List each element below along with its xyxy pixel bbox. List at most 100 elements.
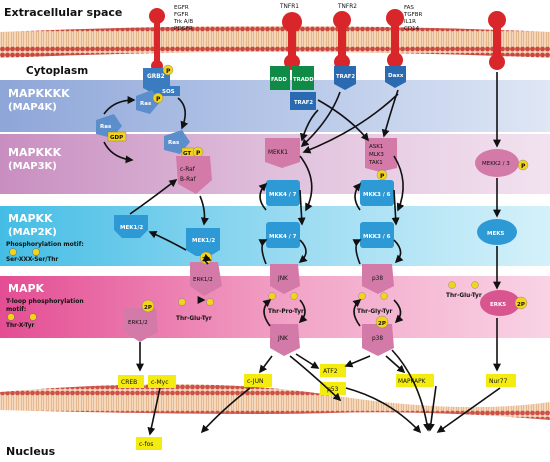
braf-label: B-Raf: [180, 177, 197, 183]
craf-label: c-Raf: [180, 167, 196, 173]
daxx-shape: [385, 66, 406, 88]
map3k-label: MAPKKK: [8, 146, 62, 159]
target-cfos-label: c-fos: [139, 441, 153, 448]
target-atf2: [320, 364, 346, 377]
mekk1-shape: [265, 138, 300, 168]
mapk-motif: Thr-X-Tyr: [6, 323, 34, 329]
p38-bottom-phospho: 2P: [378, 321, 386, 327]
traf2-b-shape: [334, 66, 356, 90]
traf2-a-shape: [290, 92, 316, 110]
target-mapkapk-label: MAPKAPK: [398, 379, 426, 385]
erk5-motif: Thr-Glu-Tyr: [446, 293, 482, 299]
fas-label-1: FAS: [404, 5, 414, 11]
map4k-label: MAPKKKK: [8, 87, 70, 100]
grb2-label: GRB2: [147, 74, 165, 80]
mkk36-b-shape: [360, 222, 394, 248]
raf-shape: [176, 156, 212, 194]
gdp-label: GDP: [110, 135, 123, 141]
mekk23-label: MEKK2 / 3: [482, 161, 510, 167]
mekk1-label: MEKK1: [268, 150, 288, 156]
fadd-shape: [270, 66, 290, 90]
sos-shape: [158, 86, 180, 96]
map2k-motif-title: Phosphorylation motif:: [6, 241, 84, 248]
p38-bottom-label: p38: [372, 336, 383, 342]
target-nur77-label: Nur77: [489, 378, 508, 385]
mkk47-a-shape: [266, 180, 300, 206]
mapk-motif-title-1: T-loop phosphorylation: [6, 298, 84, 305]
mkk47-b-label: MKK4 / 7: [269, 234, 297, 240]
mek12-right-label: MEK1/2: [192, 238, 215, 244]
tradd-shape: [292, 66, 314, 90]
map2k-sublabel: (MAP2K): [8, 227, 57, 238]
nuclear-membrane: [0, 384, 550, 420]
p38-motif: Thr-Gly-Tyr: [357, 309, 392, 315]
jnk-motif: Thr-Pro-Tyr: [268, 309, 304, 315]
traf2-b-label: TRAF2: [336, 74, 355, 80]
tak1-label: TAK1: [368, 160, 383, 166]
ras-top-label: Ras: [140, 101, 152, 107]
mek12-left-shape: [114, 215, 148, 238]
target-nur77: [486, 374, 516, 387]
jnk-bottom-label: JNK: [277, 336, 288, 342]
target-cfos: [136, 437, 162, 450]
rtk-label-4: PDGFR: [174, 26, 193, 32]
mek12-right-shape: [186, 228, 220, 256]
mekk23-shape: [475, 149, 519, 177]
erk12-top-shape: [190, 262, 222, 296]
daxx-label: Daxx: [388, 73, 404, 79]
tnfr1-label: TNFR1: [279, 4, 299, 10]
ras-gtp-label: Ras: [168, 140, 180, 146]
ask1-label: ASK1: [369, 144, 383, 150]
raf-phospho: P: [196, 150, 201, 157]
orphan-receptor: [488, 11, 506, 70]
target-cjun-label: c-JUN: [247, 378, 263, 385]
tnfr2-label: TNFR2: [337, 4, 357, 10]
mkk47-a-label: MKK4 / 7: [269, 192, 297, 198]
extracellular-label: Extracellular space: [4, 6, 122, 19]
erk12-top-label: ERK1/2: [193, 277, 213, 283]
p38-top-label: p38: [372, 276, 383, 282]
erk12-bottom-phospho: 2P: [144, 305, 152, 311]
mapk-motif-title-2: motif:: [6, 306, 26, 313]
erk-motif: Thr-Glu-Tyr: [176, 316, 212, 322]
jnk-bottom-shape: [270, 324, 300, 356]
map3k-sublabel: (MAP3K): [8, 161, 57, 172]
ras-top-phospho: P: [156, 96, 161, 103]
target-creb: [118, 375, 144, 388]
mek5-shape: [477, 219, 517, 245]
target-mapkapk: [396, 374, 434, 387]
target-cmyc: [148, 375, 176, 388]
traf2-a-label: TRAF2: [294, 100, 313, 106]
mlk3-label: MLK3: [369, 152, 384, 158]
signal-arrows: [103, 72, 501, 436]
p38-bottom-shape: [362, 324, 394, 356]
mkk36-a-label: MKK3 / 6: [363, 192, 391, 198]
mek12-left-label: MEK1/2: [120, 225, 143, 231]
fas-label-2: TGFBR: [403, 12, 423, 18]
mapk-label: MAPK: [8, 282, 45, 295]
mek5-label: MEK5: [487, 231, 504, 237]
mkk36-a-shape: [360, 180, 394, 206]
tradd-label: TRADD: [293, 77, 314, 83]
target-p53-label: p53: [327, 386, 339, 393]
target-creb-label: CREB: [121, 379, 137, 386]
map2k-motif: Ser-XXX-Ser/Thr: [6, 257, 58, 263]
cytoplasm-label: Cytoplasm: [26, 65, 88, 77]
erk12-bottom-shape: [124, 308, 158, 342]
map4k-sublabel: (MAP4K): [8, 102, 57, 113]
p38-top-shape: [362, 264, 394, 294]
erk5-phospho: 2P: [517, 302, 525, 308]
erk5-label: ERK5: [490, 302, 506, 308]
sos-label: SOS: [162, 89, 175, 95]
fas-label-4: CD14: [404, 26, 420, 32]
rtk-label-3: Trk A/B: [173, 19, 193, 25]
jnk-top-label: JNK: [277, 276, 288, 282]
mkk47-b-shape: [266, 222, 300, 248]
fas-receptor: [386, 9, 404, 68]
target-cjun: [244, 374, 272, 387]
rtk-label-1: EGFR: [174, 5, 189, 11]
grb2-phospho: P: [166, 68, 171, 75]
target-atf2-label: ATF2: [323, 368, 338, 375]
fas-label-3: IL1R: [404, 19, 416, 25]
target-p53: [320, 382, 346, 395]
